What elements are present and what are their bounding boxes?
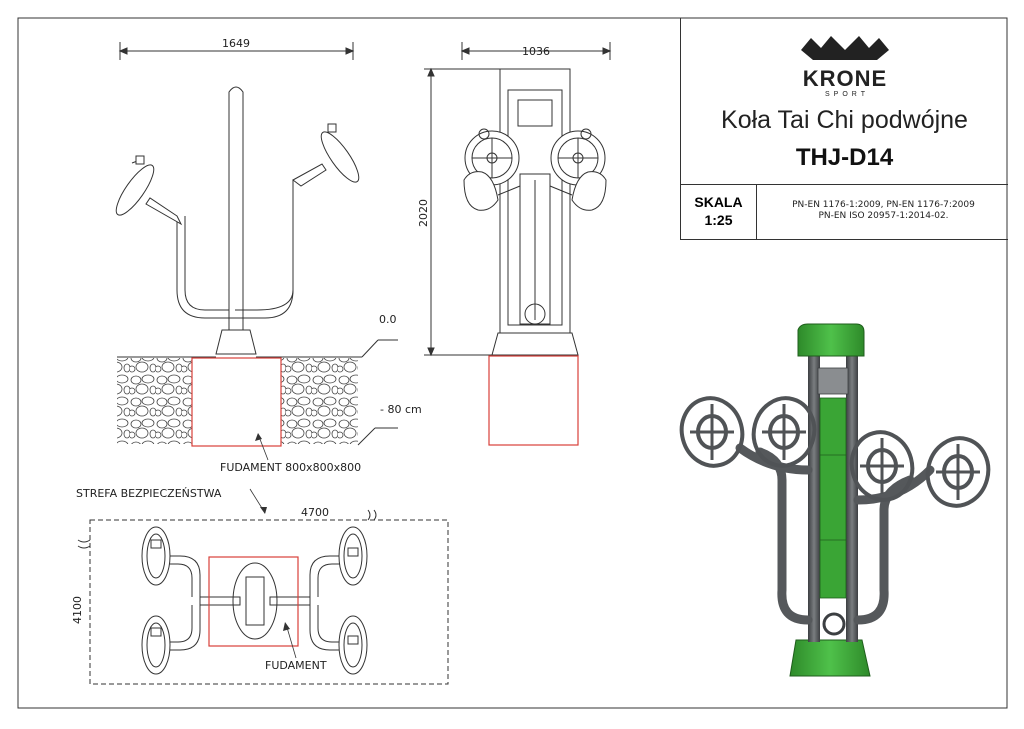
soil-hatch-right (281, 358, 358, 444)
product-code: THJ-D14 (795, 144, 894, 171)
brand-name: KRONE (803, 66, 887, 91)
safety-zone-label: STREFA BEZPIECZEŃSTWA (76, 487, 222, 500)
product-name: Koła Tai Chi podwójne (721, 106, 968, 134)
norms-text: PN-EN 1176-1:2009, PN-EN 1176-7:2009 PN-… (761, 200, 1006, 222)
foundation-label: FUDAMENT (265, 659, 327, 672)
render-green-panel (819, 397, 847, 599)
foundation-front (488, 355, 579, 446)
foundation-arrow (283, 622, 290, 631)
render-top-cap (797, 323, 865, 357)
top-view (77, 509, 449, 685)
norms-line-2: PN-EN ISO 20957-1:2014-02. (818, 211, 949, 221)
scale-cell: SKALA 1:25 (681, 184, 757, 239)
dim-width-side: 1649 (222, 37, 250, 50)
product-render (679, 323, 991, 677)
brand-sub: SPORT (825, 91, 869, 98)
dim-height: 2020 (417, 199, 430, 227)
render-post-left (808, 352, 820, 642)
title-block: KRONE SPORT Koła Tai Chi podwójne THJ-D1… (680, 18, 1008, 185)
render-post-right (846, 352, 858, 642)
safety-zone-arrow (260, 507, 267, 514)
norms-line-1: PN-EN 1176-1:2009, PN-EN 1176-7:2009 (792, 200, 975, 210)
sheet-border (17, 17, 1008, 709)
foundation-top (208, 556, 299, 647)
side-view (115, 42, 398, 446)
scale-value: 1:25 (704, 212, 733, 228)
render-base (789, 639, 871, 677)
foundation-side (191, 357, 282, 447)
dim-zone-length: 4700 (301, 506, 329, 519)
crown-icon (801, 36, 889, 60)
scale-label: SKALA (694, 194, 743, 210)
render-plate (817, 367, 849, 395)
soil-hatch-left (117, 358, 192, 444)
foundation-size-label: FUDAMENT 800x800x800 (220, 461, 361, 474)
dim-zone-width: 4100 (71, 596, 84, 624)
level-zero-label: 0.0 (379, 313, 397, 326)
dim-width-front: 1036 (522, 45, 550, 58)
scale-block: SKALA 1:25 PN-EN 1176-1:2009, PN-EN 1176… (680, 184, 1008, 240)
krone-logo: KRONE SPORT (801, 36, 889, 98)
foundation-leader (285, 623, 297, 659)
front-view (424, 42, 612, 357)
depth-label: - 80 cm (380, 403, 422, 416)
